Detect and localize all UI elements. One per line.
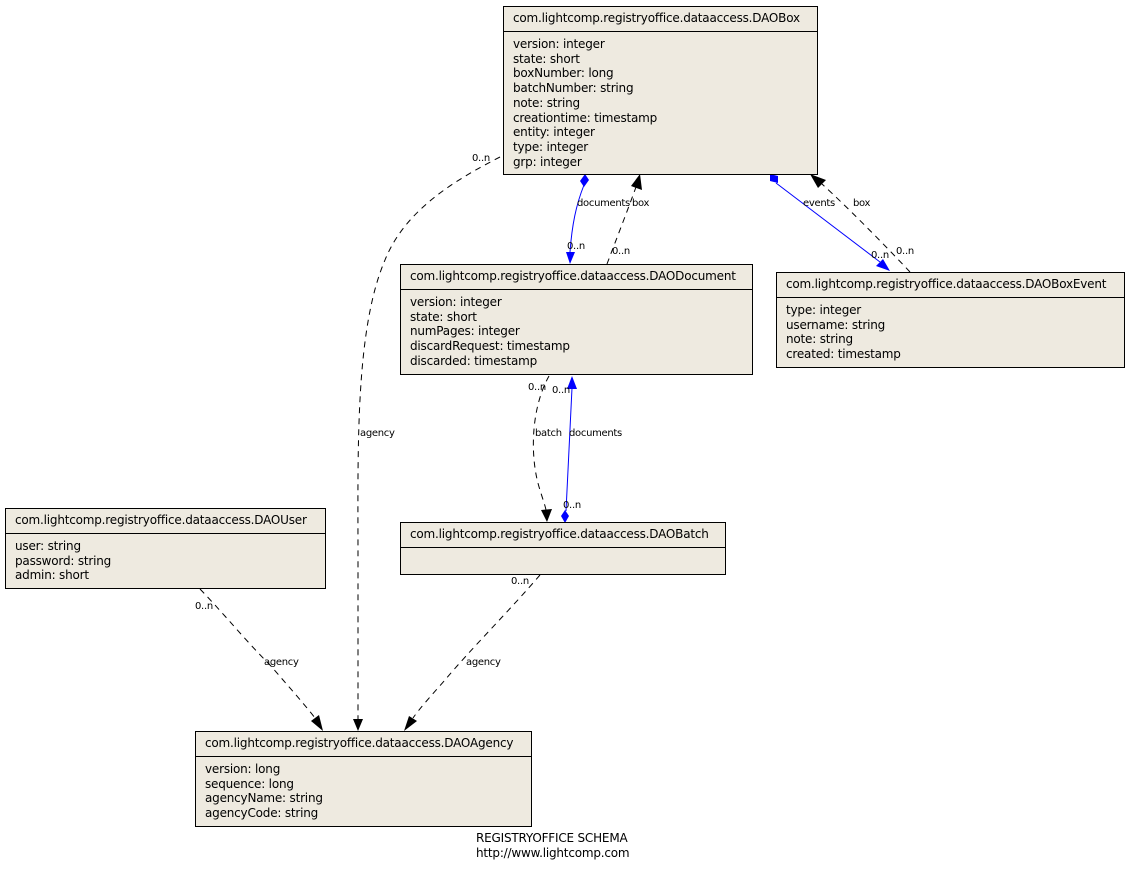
class-daouser: com.lightcomp.registryoffice.dataaccess.…: [5, 508, 326, 589]
edge-batch-agency: [412, 574, 541, 719]
edge-box-agency: [357, 156, 501, 720]
attribute: version: integer: [513, 37, 605, 51]
class-name: com.lightcomp.registryoffice.dataaccess.…: [401, 265, 752, 290]
attribute: entity: integer: [513, 125, 595, 140]
class-daobatch: com.lightcomp.registryoffice.dataaccess.…: [400, 522, 726, 575]
multiplicity-label: 0..n: [567, 241, 585, 252]
edge-label-agency: agency: [466, 657, 501, 668]
edge-label-events: events: [803, 198, 835, 209]
class-daoboxevent: com.lightcomp.registryoffice.dataaccess.…: [776, 272, 1125, 368]
composition-diamond-box-documents: [580, 174, 589, 187]
class-daobox: com.lightcomp.registryoffice.dataaccess.…: [503, 6, 818, 175]
edge-label-box: box: [632, 198, 650, 209]
multiplicity-label: 0..n: [552, 385, 570, 396]
class-name: com.lightcomp.registryoffice.dataaccess.…: [777, 273, 1124, 298]
edge-document-batch: [532, 375, 550, 511]
class-daodocument: com.lightcomp.registryoffice.dataaccess.…: [400, 264, 753, 375]
attribute-list: version: integer state: short numPages: …: [401, 290, 752, 373]
multiplicity-label: 0..n: [528, 382, 546, 393]
multiplicity-label: 0..n: [612, 246, 630, 257]
attribute: creationtime: timestamp: [513, 110, 658, 125]
arrowhead-document-box: [631, 174, 642, 190]
attribute: created: timestamp: [786, 347, 901, 362]
attribute: version: integer: [410, 295, 502, 309]
attribute: boxNumber: long: [513, 66, 614, 81]
attribute: admin: short: [15, 568, 89, 583]
arrowhead-documents: [566, 252, 575, 264]
attribute: note: string: [513, 95, 580, 110]
class-name: com.lightcomp.registryoffice.dataaccess.…: [504, 7, 817, 32]
arrowhead-batch-documents: [567, 376, 577, 389]
attribute: state: short: [410, 309, 477, 324]
attribute: type: integer: [786, 303, 862, 317]
arrowhead-events: [876, 259, 890, 271]
schema-title: REGISTRYOFFICE SCHEMA: [476, 831, 628, 845]
edge-batch-documents: [565, 387, 573, 512]
edge-boxevent-box: [821, 183, 911, 273]
attribute: note: string: [786, 332, 853, 347]
attribute-list: [401, 548, 725, 557]
arrowhead-user-agency: [311, 715, 323, 731]
attribute: user: string: [15, 539, 81, 553]
multiplicity-label: 0..n: [195, 601, 213, 612]
attribute-list: version: integer state: short boxNumber:…: [504, 32, 817, 173]
attribute: username: string: [786, 317, 886, 332]
edge-label-agency: agency: [360, 428, 395, 439]
attribute: agencyCode: string: [205, 806, 319, 821]
multiplicity-label: 0..n: [472, 153, 490, 164]
edge-box-documents: [569, 184, 585, 253]
attribute: state: short: [513, 51, 580, 66]
attribute: discardRequest: timestamp: [410, 339, 570, 354]
attribute: grp: integer: [513, 154, 582, 169]
edge-label-documents: documents: [569, 428, 622, 439]
edge-user-agency: [199, 588, 316, 719]
class-name: com.lightcomp.registryoffice.dataaccess.…: [196, 732, 531, 757]
arrowhead-box-agency: [353, 719, 363, 731]
arrowhead-batch-agency: [404, 716, 417, 731]
multiplicity-label: 0..n: [871, 250, 889, 261]
attribute-list: type: integer username: string note: str…: [777, 298, 1124, 366]
attribute: type: integer: [513, 139, 589, 154]
class-name: com.lightcomp.registryoffice.dataaccess.…: [401, 523, 725, 548]
attribute: numPages: integer: [410, 324, 520, 339]
edge-label-box: box: [853, 198, 871, 209]
attribute-list: version: long sequence: long agencyName:…: [196, 757, 531, 825]
multiplicity-label: 0..n: [896, 246, 914, 257]
edge-label-documents: documents: [577, 198, 630, 209]
attribute: version: long: [205, 762, 281, 776]
multiplicity-label: 0..n: [563, 500, 581, 511]
attribute-list: user: string password: string admin: sho…: [6, 534, 325, 587]
edge-label-batch: batch: [535, 428, 562, 439]
diagram-caption: REGISTRYOFFICE SCHEMA http://www.lightco…: [476, 831, 630, 861]
edge-box-events: [775, 182, 881, 263]
attribute: password: string: [15, 553, 112, 568]
composition-diamond-batch-documents: [561, 510, 569, 523]
multiplicity-label: 0..n: [511, 576, 529, 587]
composition-diamond-box-events: [770, 174, 778, 183]
class-daoagency: com.lightcomp.registryoffice.dataaccess.…: [195, 731, 532, 827]
attribute: discarded: timestamp: [410, 353, 538, 368]
schema-url: http://www.lightcomp.com: [476, 846, 630, 860]
edge-label-agency: agency: [264, 657, 299, 668]
attribute: sequence: long: [205, 776, 294, 791]
arrowhead-document-batch: [541, 509, 552, 522]
class-name: com.lightcomp.registryoffice.dataaccess.…: [6, 509, 325, 534]
attribute: agencyName: string: [205, 791, 323, 806]
arrowhead-boxevent-box: [810, 174, 826, 188]
attribute: batchNumber: string: [513, 81, 634, 96]
